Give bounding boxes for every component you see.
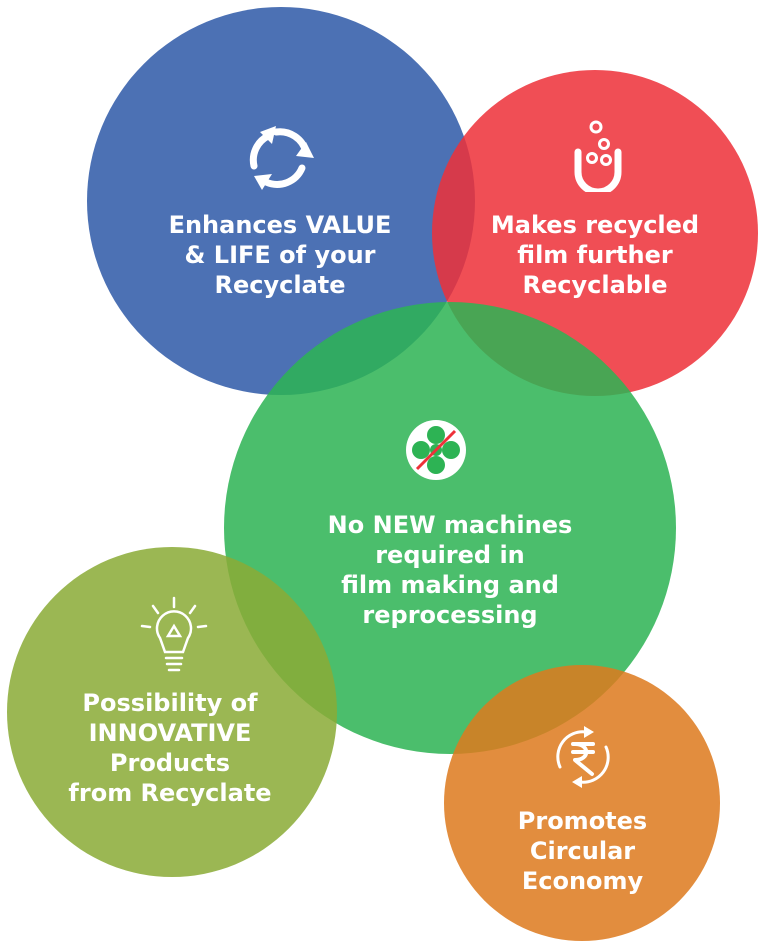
no-machine-icon (405, 419, 467, 481)
recycle-arrows-icon (240, 122, 320, 194)
orange-bubble-text: Promotes Circular Economy (517, 807, 648, 895)
red-bubble-text: Makes recycled film further Recyclable (490, 211, 700, 299)
orange-circle (444, 665, 720, 941)
lightbulb-recycle-icon (138, 596, 210, 676)
flask-bubbles-icon (568, 118, 628, 192)
olive-circle (7, 547, 337, 877)
rupee-cycle-icon (548, 722, 618, 792)
blue-bubble-text: Enhances VALUE & LIFE of your Recyclate (168, 211, 392, 299)
olive-bubble-text: Possibility of INNOVATIVE Products from … (68, 689, 272, 807)
green-bubble-text: No NEW machines required in film making … (327, 511, 573, 629)
